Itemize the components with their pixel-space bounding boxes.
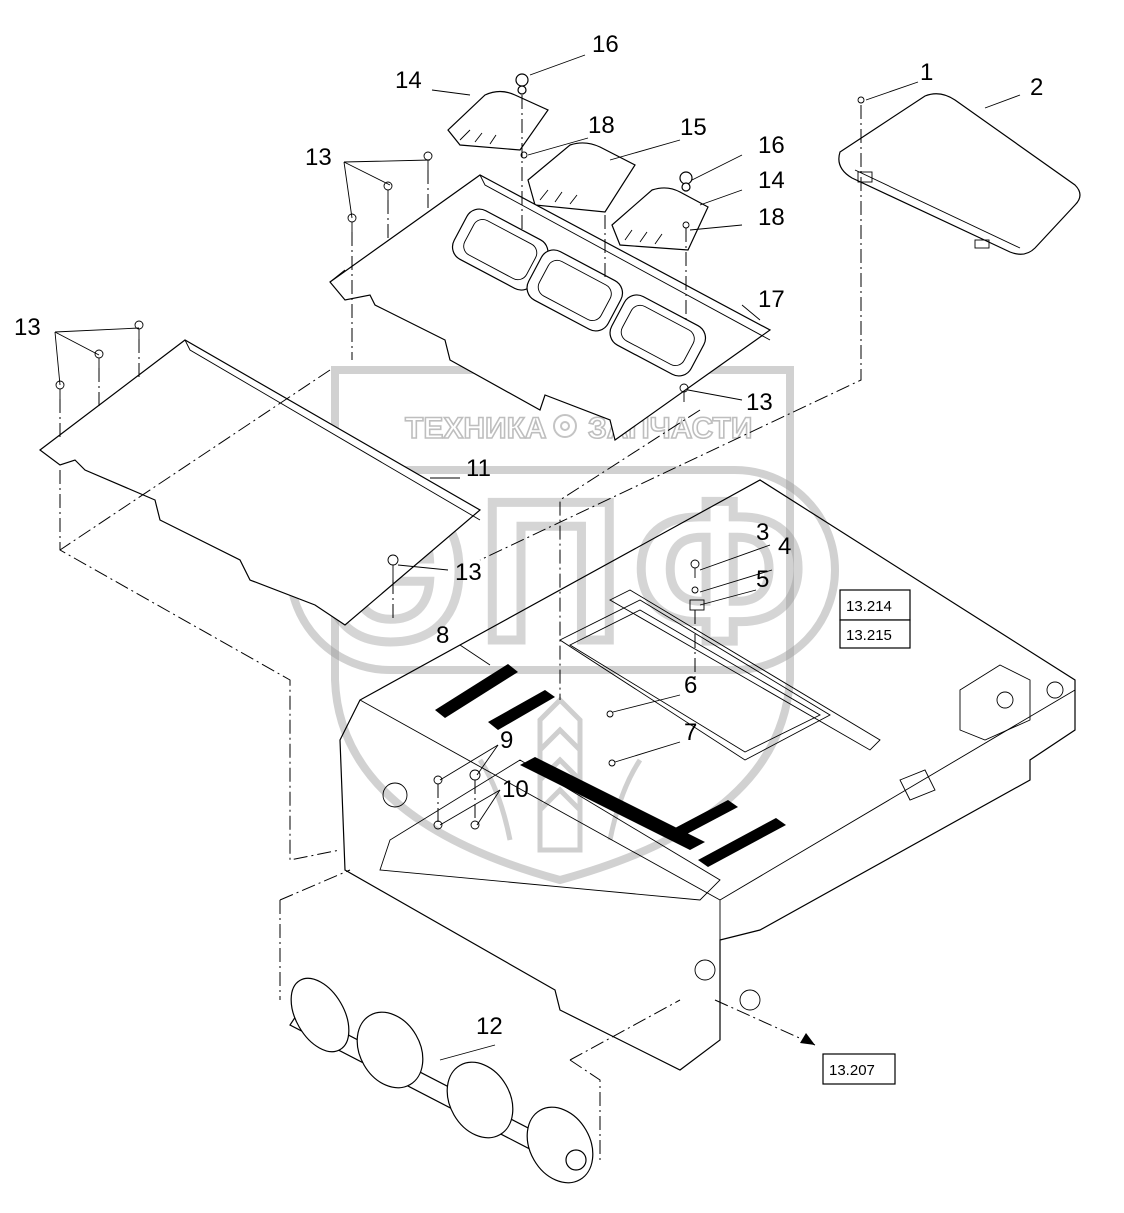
callout-1: 1 <box>920 59 933 86</box>
callout-16-top: 16 <box>592 31 619 58</box>
pad-15 <box>520 142 636 213</box>
callout-15: 15 <box>680 114 707 141</box>
callout-18-top: 18 <box>588 112 615 139</box>
callout-13-right: 13 <box>746 389 773 416</box>
callout-3: 3 <box>756 519 769 546</box>
gear-icon <box>553 414 577 438</box>
pad-14-top <box>447 73 549 151</box>
callout-7: 7 <box>684 719 697 746</box>
watermark-shield <box>331 366 794 885</box>
ref-box-13215[interactable]: 13.215 <box>839 619 911 649</box>
ref-box-13214[interactable]: 13.214 <box>839 589 911 621</box>
ref-13214-text: 13.214 <box>846 598 892 615</box>
watermark-left-text: ТЕХНИКА <box>405 412 547 445</box>
callout-14-top: 14 <box>395 67 422 94</box>
callout-13-left: 13 <box>14 314 41 341</box>
leader-lines <box>54 54 1021 1061</box>
callout-8: 8 <box>436 622 449 649</box>
watermark: ТЕХНИКА ЗАПЧАСТИ ЭПФ <box>286 366 839 885</box>
pad-14-bottom <box>611 171 709 251</box>
callout-14-bottom: 14 <box>758 167 785 194</box>
callout-4: 4 <box>778 533 791 560</box>
callout-6: 6 <box>684 672 697 699</box>
ref-13215-text: 13.215 <box>846 627 892 644</box>
callout-16-bottom: 16 <box>758 132 785 159</box>
callout-2: 2 <box>1030 74 1043 101</box>
callout-18-bottom: 18 <box>758 204 785 231</box>
floor-panel-11 <box>39 339 482 626</box>
callout-12: 12 <box>476 1013 503 1040</box>
roller-12 <box>289 977 594 1184</box>
callout-10: 10 <box>502 776 529 803</box>
assembly-lines <box>59 95 701 1160</box>
callout-17: 17 <box>758 286 785 313</box>
decal-bars <box>435 664 786 867</box>
bolts-13 <box>55 151 689 580</box>
housing-frame <box>339 479 1076 1071</box>
ref-13207-text: 13.207 <box>829 1062 875 1079</box>
callout-labels: 1 2 16 14 18 15 16 14 18 17 13 13 13 11 … <box>14 31 1043 1040</box>
callout-11: 11 <box>466 455 491 482</box>
cover-panel-2 <box>479 93 1081 561</box>
callout-13-middle: 13 <box>455 559 482 586</box>
floor-panel-17 <box>329 174 772 441</box>
callout-9: 9 <box>500 727 513 754</box>
callout-13-top: 13 <box>305 144 332 171</box>
callout-5: 5 <box>756 566 769 593</box>
ref-box-13207[interactable]: 13.207 <box>714 999 896 1085</box>
